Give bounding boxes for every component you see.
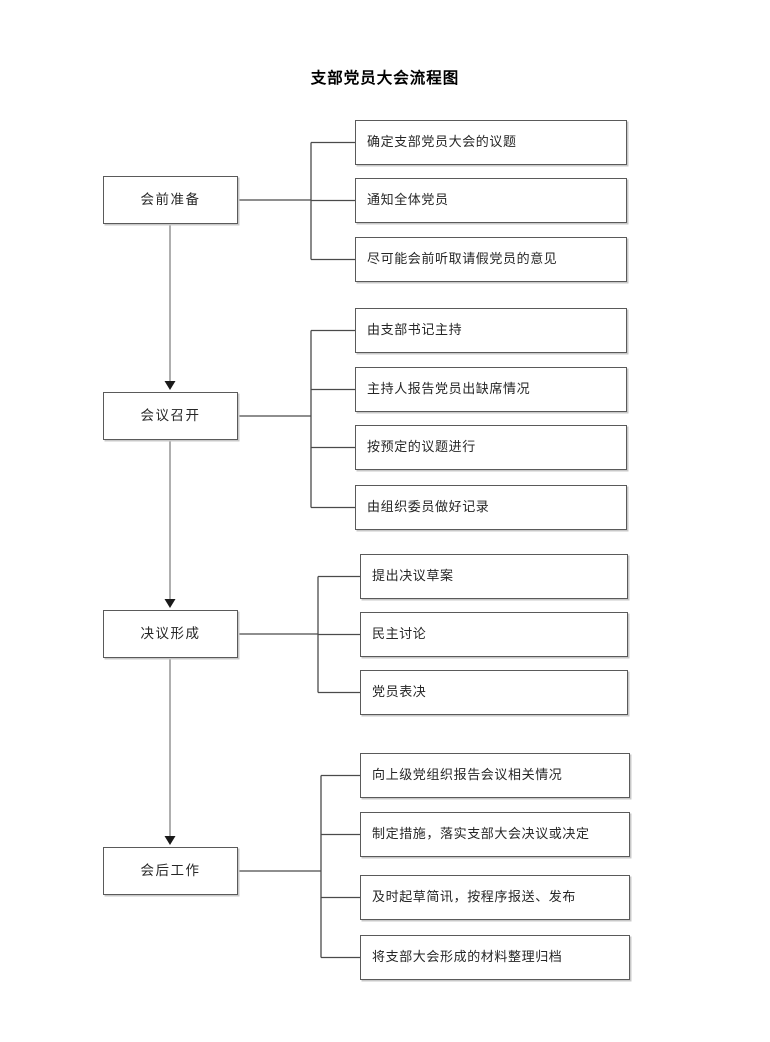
task-label: 由组织委员做好记录: [367, 499, 490, 515]
task-label: 及时起草简讯，按程序报送、发布: [372, 889, 577, 905]
task-label: 将支部大会形成的材料整理归档: [372, 949, 563, 965]
task-box-implement-resolution[interactable]: 制定措施，落实支部大会决议或决定: [360, 812, 630, 857]
task-box-follow-agenda[interactable]: 按预定的议题进行: [355, 425, 627, 470]
task-box-determine-agenda[interactable]: 确定支部党员大会的议题: [355, 120, 627, 165]
stage-box-resolution-formation[interactable]: 决议形成: [103, 610, 238, 658]
stage-box-pre-meeting-preparation[interactable]: 会前准备: [103, 176, 238, 224]
task-label: 按预定的议题进行: [367, 439, 476, 455]
stage-label: 决议形成: [140, 625, 201, 642]
stage-label: 会前准备: [140, 191, 201, 208]
task-box-collect-absent-opinions[interactable]: 尽可能会前听取请假党员的意见: [355, 237, 627, 282]
task-label: 尽可能会前听取请假党员的意见: [367, 251, 558, 267]
flow-arrow-head-2: [164, 599, 176, 608]
flow-arrow-head-3: [164, 836, 176, 845]
stage-box-meeting-convened[interactable]: 会议召开: [103, 392, 238, 440]
stage-label: 会后工作: [140, 862, 201, 879]
task-box-report-to-superior[interactable]: 向上级党组织报告会议相关情况: [360, 753, 630, 798]
task-box-report-attendance[interactable]: 主持人报告党员出缺席情况: [355, 367, 627, 412]
task-label: 确定支部党员大会的议题: [367, 134, 517, 150]
task-label: 民主讨论: [372, 626, 427, 642]
page-title: 支部党员大会流程图: [310, 68, 460, 87]
task-box-democratic-discussion[interactable]: 民主讨论: [360, 612, 628, 657]
task-box-member-vote[interactable]: 党员表决: [360, 670, 628, 715]
stage-label: 会议召开: [140, 407, 201, 424]
task-label: 提出决议草案: [372, 568, 454, 584]
task-box-chaired-by-secretary[interactable]: 由支部书记主持: [355, 308, 627, 353]
stage-box-post-meeting-work[interactable]: 会后工作: [103, 847, 238, 895]
task-box-propose-draft[interactable]: 提出决议草案: [360, 554, 628, 599]
task-label: 向上级党组织报告会议相关情况: [372, 767, 563, 783]
task-box-keep-records[interactable]: 由组织委员做好记录: [355, 485, 627, 530]
task-label: 党员表决: [372, 684, 427, 700]
flow-arrow-head-1: [164, 381, 176, 390]
task-box-archive-materials[interactable]: 将支部大会形成的材料整理归档: [360, 935, 630, 980]
task-label: 由支部书记主持: [367, 322, 463, 338]
task-box-draft-and-publish-bulletin[interactable]: 及时起草简讯，按程序报送、发布: [360, 875, 630, 920]
task-label: 主持人报告党员出缺席情况: [367, 381, 531, 397]
task-label: 通知全体党员: [367, 192, 449, 208]
task-box-notify-all-members[interactable]: 通知全体党员: [355, 178, 627, 223]
task-label: 制定措施，落实支部大会决议或决定: [372, 826, 590, 842]
